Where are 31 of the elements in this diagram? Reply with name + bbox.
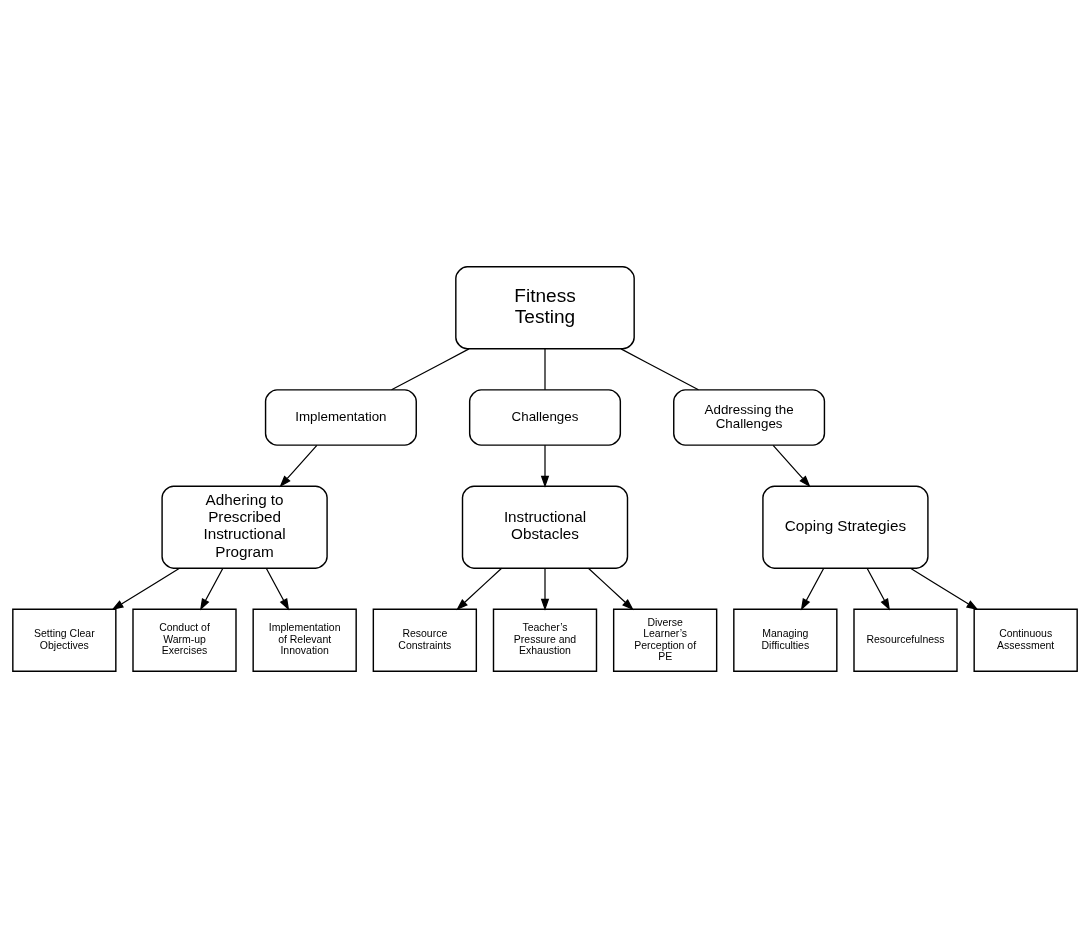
arrow <box>111 567 181 610</box>
node-box: Challenges <box>468 388 622 446</box>
node-box: Managing Difficulties <box>733 607 838 672</box>
node-box: Fitness Testing <box>455 265 635 350</box>
node-box: Implementation <box>264 388 417 446</box>
node-box: Resourcefulness <box>853 607 958 672</box>
node-box: Resource Constraints <box>372 607 478 672</box>
arrow <box>587 567 634 610</box>
node-box: Coping Strategies <box>762 484 929 569</box>
arrow <box>456 567 503 610</box>
arrow <box>200 567 224 611</box>
connector <box>544 347 546 390</box>
node-box: Continuous Assessment <box>973 607 1078 672</box>
arrow <box>909 567 979 610</box>
node-box: Setting Clear Objectives <box>12 607 117 672</box>
node-box: Conduct of Warm-up Exercises <box>132 607 237 672</box>
arrow <box>540 567 550 611</box>
node-box: Implementation of Relevant Innovation <box>252 607 357 672</box>
connector <box>390 347 470 390</box>
node-box: Instructional Obstacles <box>461 484 629 569</box>
node-box: Teacher’s Pressure and Exhaustion <box>492 607 598 672</box>
node-box: Adhering to Prescribed Instructional Program <box>161 484 328 569</box>
connector <box>620 347 700 390</box>
arrow <box>800 567 825 611</box>
node-box: Diverse Learner’s Perception of PE <box>612 607 718 672</box>
arrow <box>265 567 290 611</box>
arrow <box>540 444 550 488</box>
arrow <box>279 444 318 487</box>
arrow <box>866 567 890 611</box>
arrow <box>772 444 811 487</box>
node-box: Addressing the Challenges <box>673 388 826 446</box>
